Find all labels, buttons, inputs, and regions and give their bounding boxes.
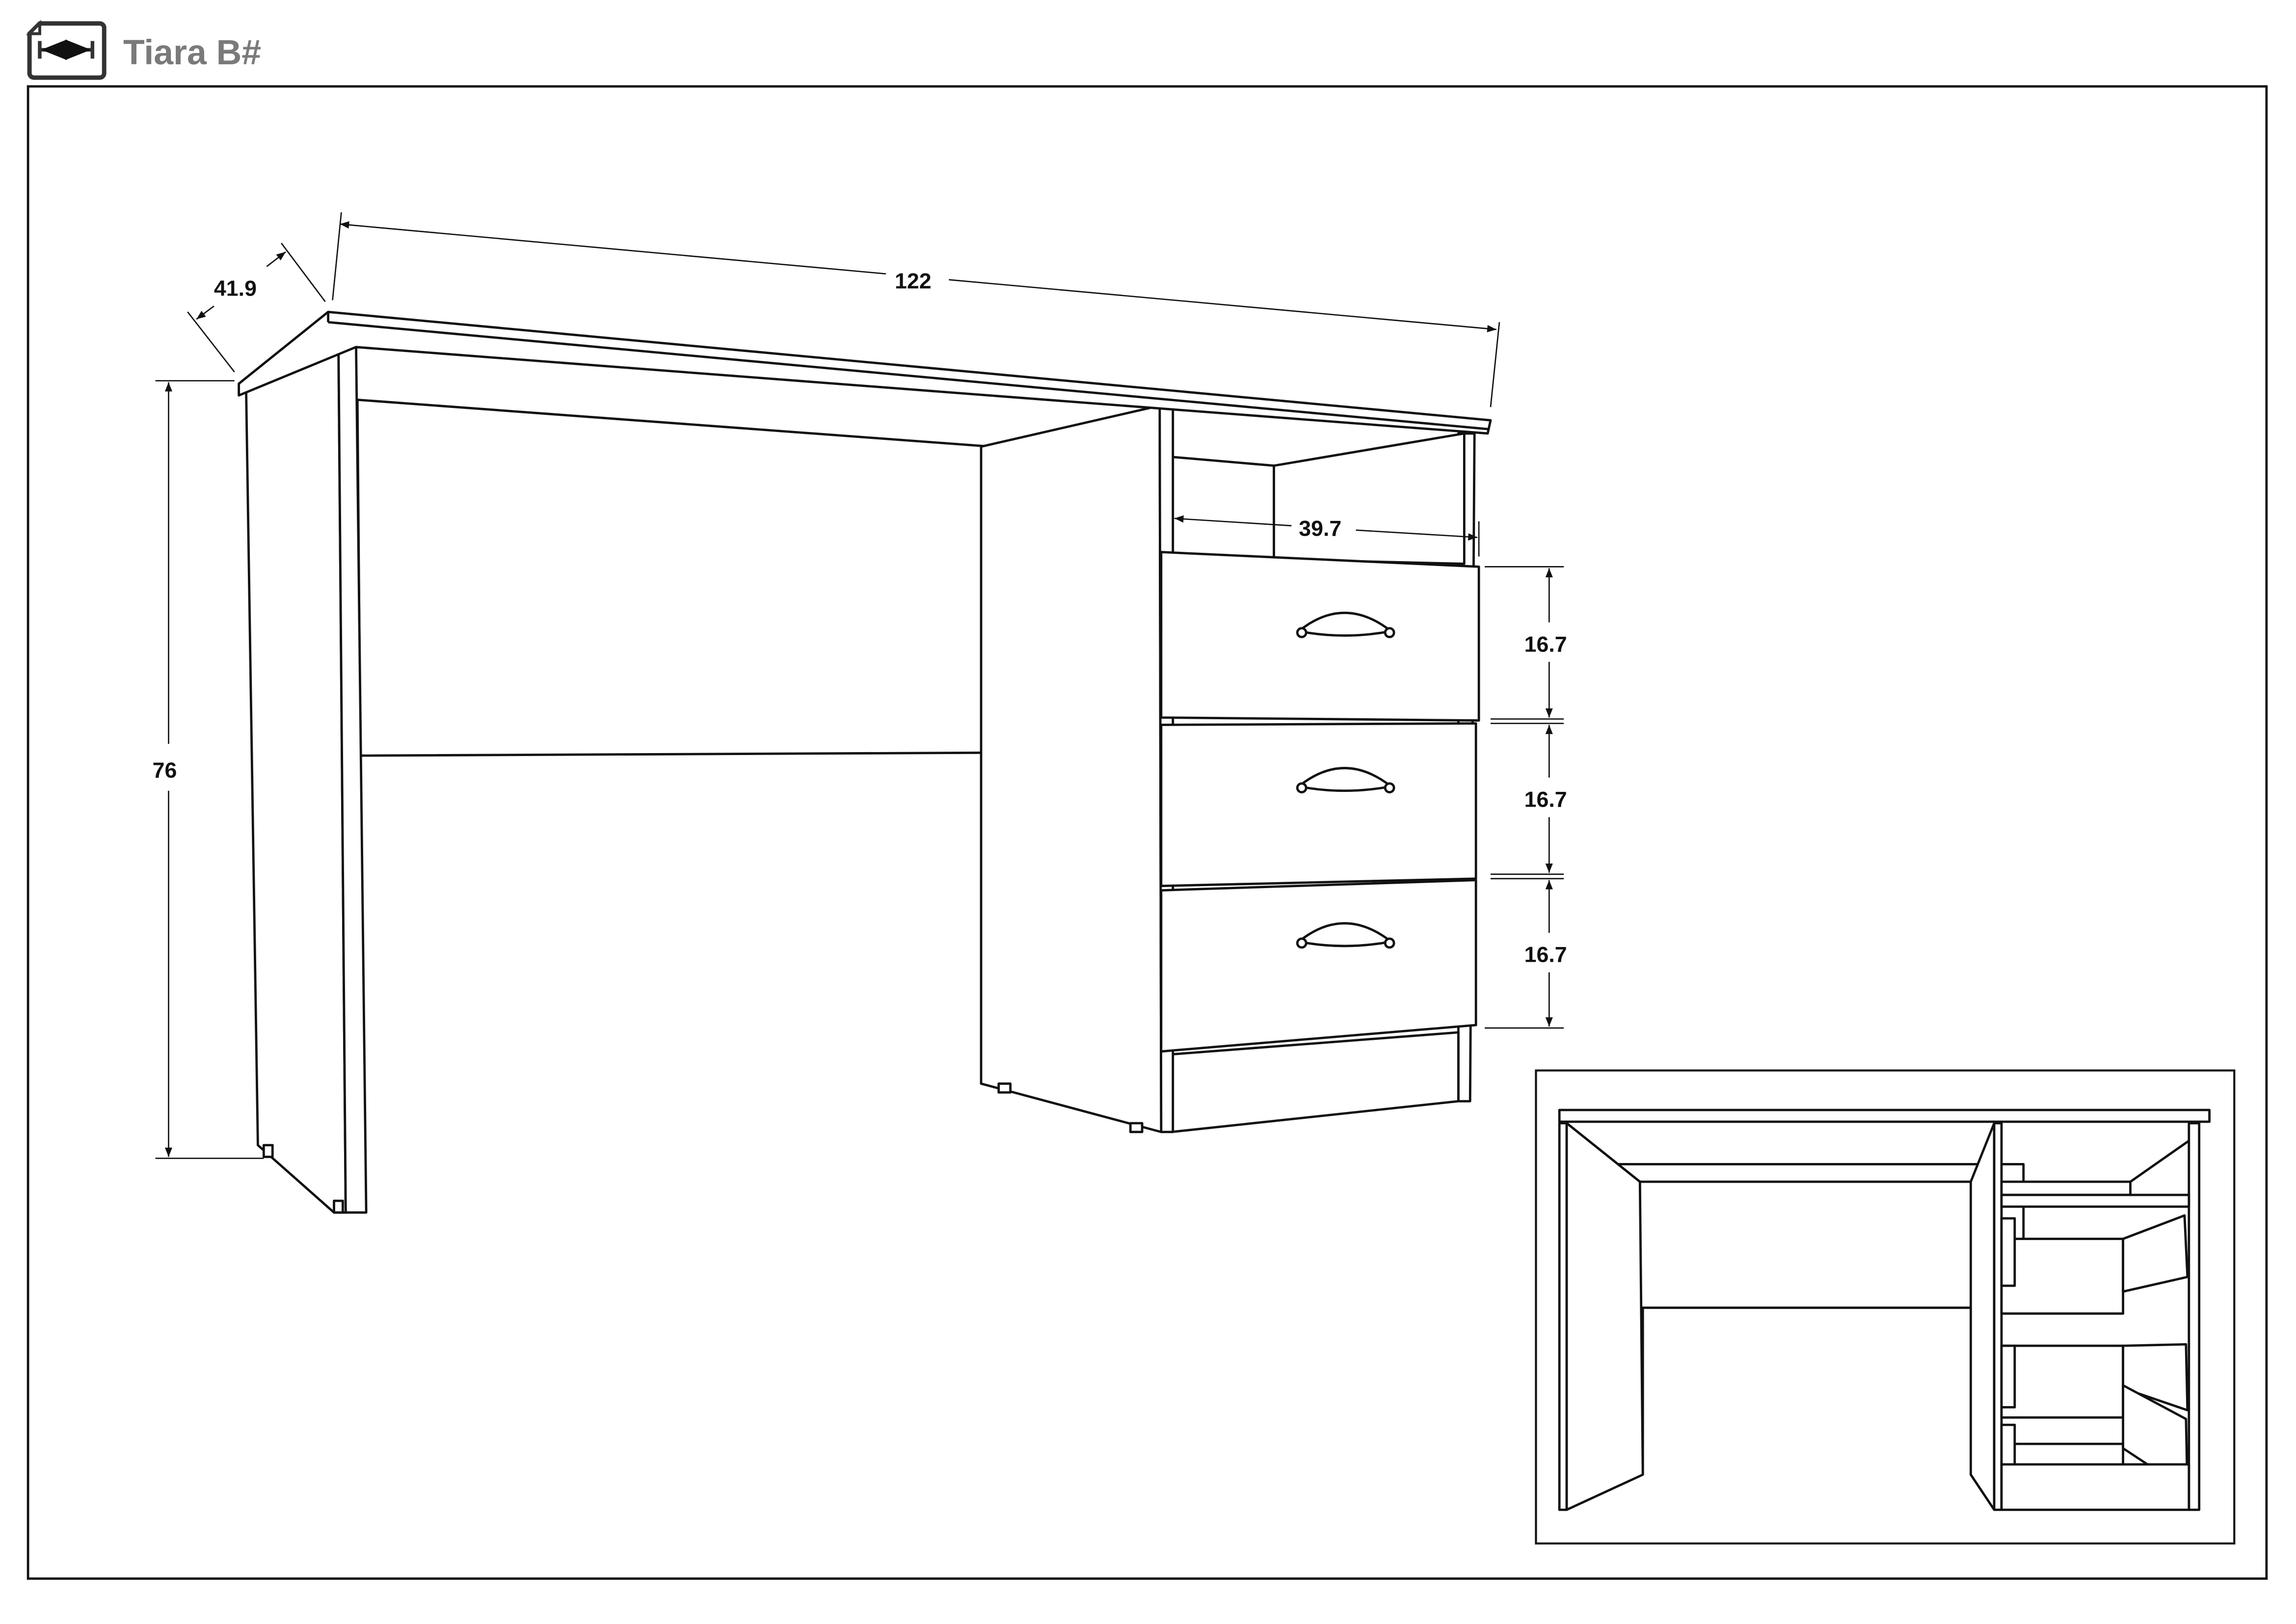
modesty-panel — [356, 398, 994, 757]
pedestal-width-label: 39.7 — [1299, 516, 1341, 541]
height-label: 76 — [153, 758, 177, 783]
desk-perspective-view — [238, 310, 1492, 1214]
dimension-width: 122 — [332, 212, 1500, 407]
depth-label: 41.9 — [214, 276, 257, 301]
drawer-3-height-label: 16.7 — [1524, 943, 1567, 967]
left-leg-side — [245, 338, 347, 1214]
drawer-3 — [1160, 879, 1477, 1053]
drawer-2 — [1160, 722, 1477, 888]
dimension-depth: 41.9 — [187, 243, 326, 373]
page-title: Tiara B# — [123, 33, 261, 72]
width-label: 122 — [895, 269, 932, 294]
open-shelf — [1170, 432, 1466, 565]
drawing-frame — [27, 85, 2268, 1580]
drawer-2-height-label: 16.7 — [1524, 787, 1567, 812]
inset-front-view-open-drawers — [1535, 1069, 2236, 1545]
dimension-pedestal-width: 39.7 — [1172, 504, 1480, 557]
pedestal-side — [980, 404, 1163, 1134]
dimension-sheet-icon — [26, 20, 107, 80]
drawer-1 — [1160, 551, 1480, 722]
dimension-height: 76 — [153, 380, 264, 1159]
dimension-drawer-heights: 16.7 16.7 16.7 — [1485, 566, 1567, 1029]
drawer-1-height-label: 16.7 — [1524, 632, 1567, 656]
